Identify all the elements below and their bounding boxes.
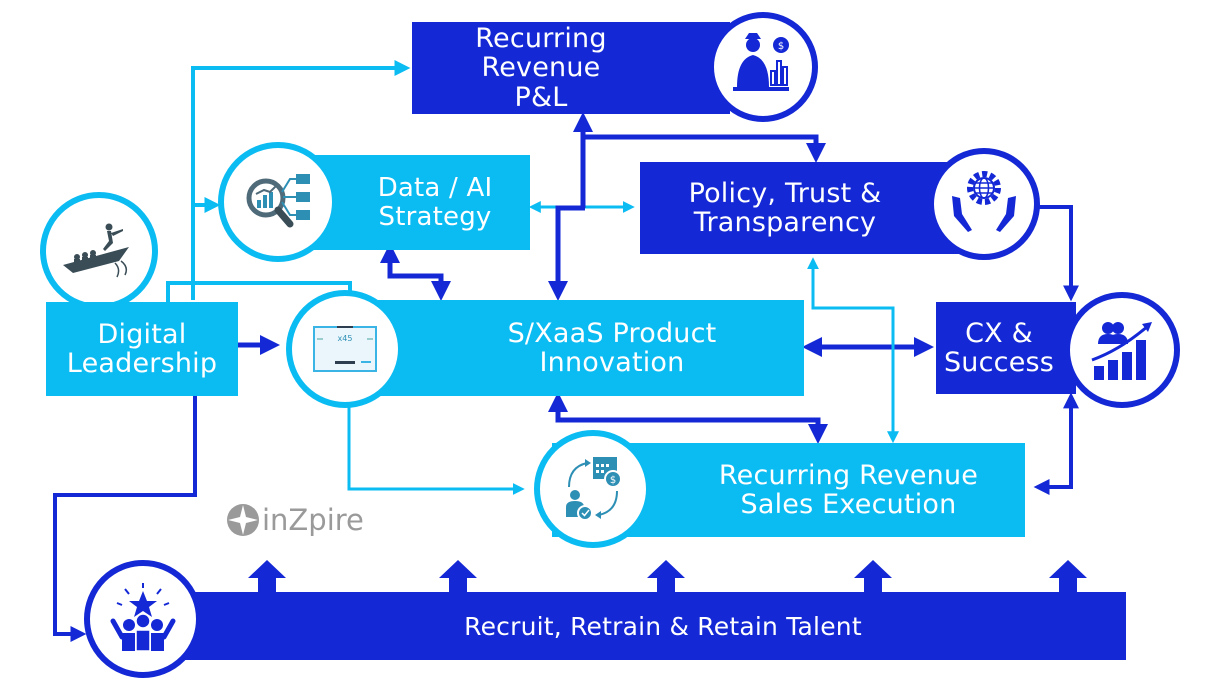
connector-data-product <box>380 243 451 301</box>
node-talent[interactable]: Recruit, Retrain & Retain Talent <box>150 592 1126 660</box>
node-digital-leadership[interactable]: Digital Leadership <box>46 302 238 396</box>
connector-cx-sales <box>1033 392 1079 495</box>
node-cx-success[interactable]: CX & Success <box>936 302 1076 394</box>
magnifier-analytics-icon <box>218 142 338 262</box>
customer-growth-chart-icon <box>1064 292 1180 408</box>
svg-text:$: $ <box>778 41 784 52</box>
node-policy-trust-transparency[interactable]: Policy, Trust & Transparency <box>640 162 970 254</box>
node-label: CX & Success <box>943 317 1055 378</box>
node-label: Data / AI Strategy <box>377 173 493 232</box>
talent-up-arrow-3 <box>647 560 685 592</box>
node-label: Recruit, Retrain & Retain Talent <box>464 611 862 641</box>
node-label: S/XaaS Product Innovation <box>507 317 717 378</box>
inzpire-logo: inZpire <box>226 503 364 537</box>
team-star-icon <box>84 560 202 678</box>
node-saas-product-innovation[interactable]: S/XaaS Product Innovation <box>360 300 804 396</box>
connector-product-to-sales <box>347 405 525 495</box>
node-label: Recurring Revenue Sales Execution <box>718 459 979 520</box>
svg-text:x45: x45 <box>338 334 353 343</box>
connector-pl-to-policy <box>583 134 826 163</box>
talent-up-arrows <box>248 560 1087 592</box>
connector-sales-policy <box>807 257 899 444</box>
svg-text:$: $ <box>610 475 616 486</box>
node-recurring-revenue-pl[interactable]: Recurring Revenue P&L <box>412 22 730 114</box>
connector-policy-to-cx <box>1036 205 1079 302</box>
subscription-cycle-icon: $ <box>534 430 652 548</box>
compass-star-icon <box>227 504 259 536</box>
leader-boat-icon <box>40 192 158 310</box>
node-label: Policy, Trust & Transparency <box>688 177 882 238</box>
talent-up-arrow-4 <box>854 560 892 592</box>
saas-dashboard-icon: x45 <box>286 290 404 408</box>
talent-up-arrow-5 <box>1049 560 1087 592</box>
talent-up-arrow-2 <box>439 560 477 592</box>
logo-text: inZpire <box>262 503 364 537</box>
talent-up-arrow-1 <box>248 560 286 592</box>
connector-pl-to-product <box>548 205 585 301</box>
node-label: Recurring Revenue P&L <box>475 23 607 113</box>
node-label: Digital Leadership <box>66 318 218 379</box>
node-data-ai-strategy[interactable]: Data / AI Strategy <box>300 155 530 250</box>
hands-globe-gear-icon <box>928 148 1040 260</box>
businessman-analytics-icon: $ <box>708 12 818 122</box>
